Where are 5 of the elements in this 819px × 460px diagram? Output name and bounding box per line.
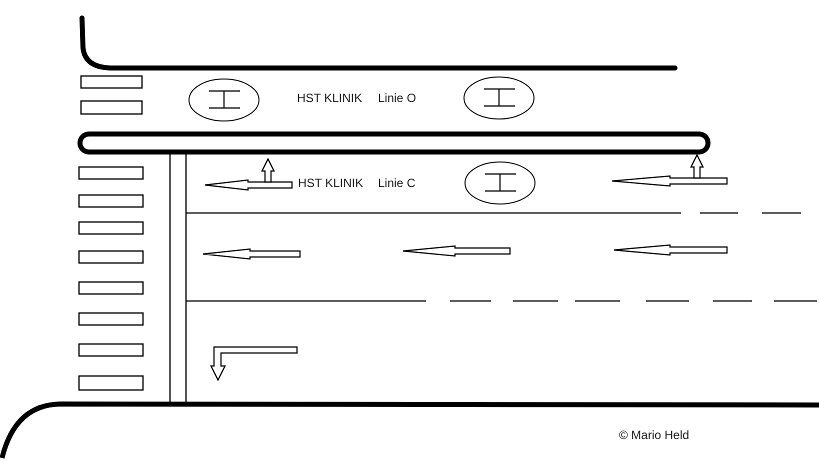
road-label: © Mario Held bbox=[619, 428, 690, 442]
road-label: Linie O bbox=[378, 91, 416, 105]
road-label: HST KLINIK bbox=[297, 91, 362, 105]
road-label: Linie C bbox=[378, 176, 416, 190]
road-label: HST KLINIK bbox=[298, 176, 364, 190]
